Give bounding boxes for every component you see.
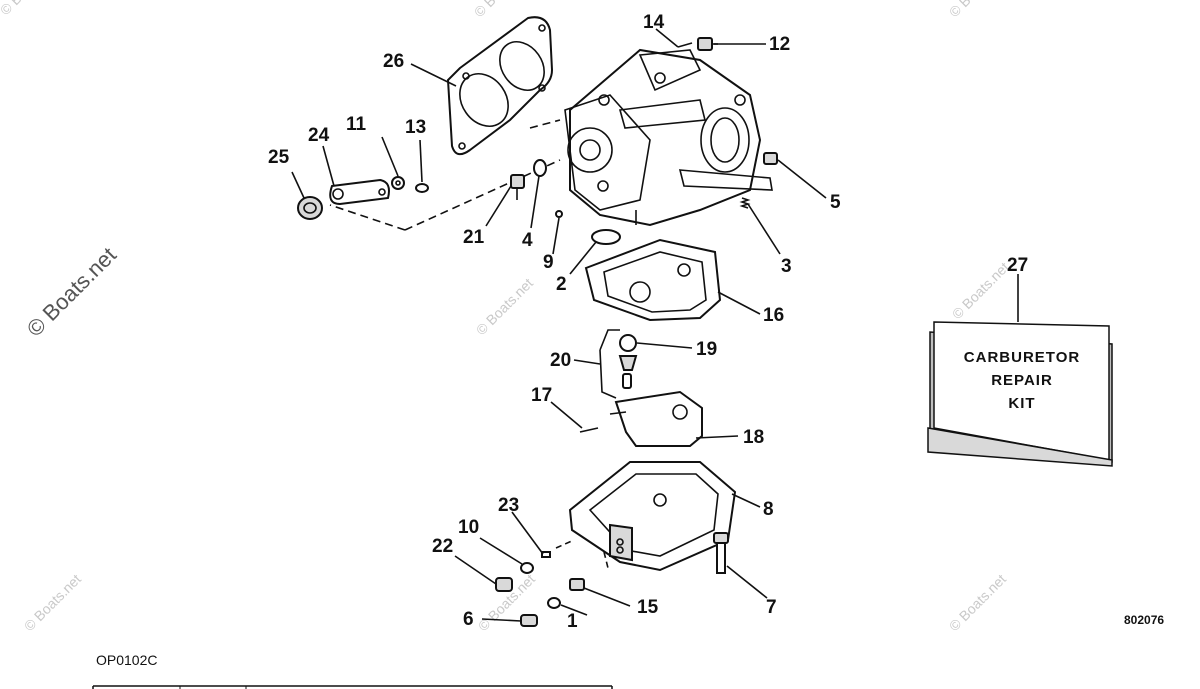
watermark-main: © Boats.net [22, 242, 121, 341]
bolt-7 [713, 532, 729, 574]
pin-17 [579, 427, 599, 433]
oring-2 [591, 229, 621, 245]
lever-24 [329, 178, 390, 206]
callout-16: 16 [763, 305, 784, 326]
screw-5 [763, 152, 778, 165]
screw-21 [510, 174, 525, 200]
callout-26: 26 [383, 51, 404, 72]
dashed-guide [329, 119, 561, 231]
cap-25 [297, 196, 323, 220]
callout-17: 17 [531, 385, 552, 406]
callout-20: 20 [550, 350, 571, 371]
callout-6: 6 [463, 609, 474, 630]
leader-lines [291, 28, 1019, 622]
illustration-number: 802076 [1124, 613, 1164, 627]
callout-13: 13 [405, 117, 426, 138]
washer-11 [391, 176, 405, 190]
gasket-26 [446, 16, 554, 156]
callout-numbers: 1 2 3 4 5 6 7 8 9 10 11 12 13 14 15 16 1… [268, 12, 1028, 632]
needle-valve-20 [599, 329, 638, 399]
washer-1 [547, 597, 561, 609]
float-18 [609, 390, 703, 447]
callout-9: 9 [543, 252, 554, 273]
callout-7: 7 [766, 597, 777, 618]
pin-14 [677, 42, 693, 48]
callout-14: 14 [643, 12, 665, 33]
watermark: © Boats.net [946, 571, 1009, 634]
diagram-code: OP0102C [96, 652, 157, 668]
screw-12 [697, 37, 718, 51]
callout-21: 21 [463, 227, 485, 248]
washer-4 [533, 159, 547, 177]
watermark: © Boats.net [471, 0, 534, 20]
callout-3: 3 [781, 256, 792, 277]
pin-13 [415, 183, 429, 193]
callout-10: 10 [458, 517, 479, 538]
gasket-16 [584, 238, 722, 322]
float-bowl-8 [568, 461, 737, 572]
callout-11: 11 [346, 114, 367, 135]
plug-22 [495, 577, 513, 592]
screw-6 [520, 614, 538, 627]
watermark: © Boats.net [473, 275, 536, 338]
watermark: © Boats.net [949, 259, 1012, 322]
callout-15: 15 [637, 597, 659, 618]
repair-kit-box: CARBURETOR REPAIR KIT [927, 321, 1113, 467]
kit-line-2: REPAIR [991, 372, 1053, 389]
carburetor-body [564, 48, 773, 227]
callout-25: 25 [268, 147, 290, 168]
callout-1: 1 [567, 611, 578, 632]
callout-2: 2 [556, 274, 567, 295]
callout-24: 24 [308, 125, 330, 146]
watermark: © Boats.net [0, 0, 60, 18]
kit-line-1: CARBURETOR [964, 349, 1080, 366]
pin-23 [541, 551, 551, 558]
washer-10 [520, 562, 534, 574]
callout-27: 27 [1007, 255, 1028, 276]
watermark: © Boats.net [946, 0, 1009, 20]
callout-8: 8 [763, 499, 774, 520]
callout-5: 5 [830, 192, 841, 213]
ball-9 [555, 210, 563, 218]
kit-line-3: KIT [1008, 395, 1035, 412]
callout-4: 4 [522, 230, 533, 251]
dashed-guide [555, 539, 609, 569]
callout-19: 19 [696, 339, 717, 360]
callout-22: 22 [432, 536, 453, 557]
watermark: © Boats.net [21, 571, 84, 634]
jet-15 [569, 578, 585, 591]
callout-12: 12 [769, 34, 790, 55]
callout-18: 18 [743, 427, 764, 448]
callout-23: 23 [498, 495, 519, 516]
spring-3 [739, 197, 751, 209]
